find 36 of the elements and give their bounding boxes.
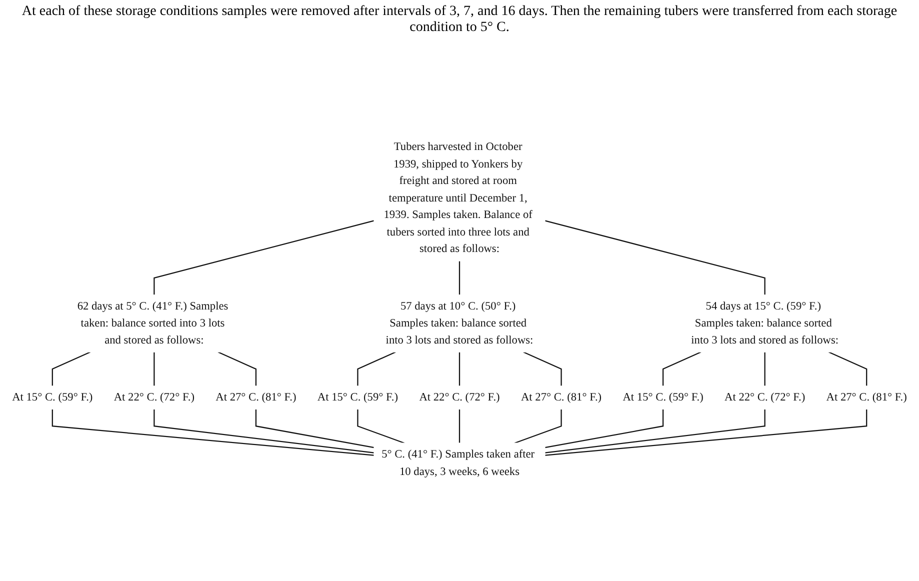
node-text: At 15° C. (59° F.) [12,391,93,404]
node-text: At 27° C. (81° F.) [826,391,907,404]
connector [154,409,374,454]
node-text: At 27° C. (81° F.) [520,391,602,404]
connector [357,352,396,386]
node-text: At 22° C. (72° F.) [114,391,194,404]
node-text: Tubers harvested in October 1939, shipped to Yonkers by freight and stored at room temperature until December 1, 1939. Samples taken. Balance of tubers sorted into three lots and stored as follows: [384,141,532,256]
connector [523,352,562,386]
note-text: At each of these storage conditions samples were removed after intervals of 3, 7, and 16 days. Then the remaining tubers were transferred from each storage condition to 5° C. [20,4,898,36]
node-text: At 15° C. (59° F.) [622,391,704,404]
connector [828,352,868,386]
node-text: 5° C. (41° F.) Samples taken after 10 days, 3 weeks, 6 weeks [382,448,535,478]
connector [458,260,460,295]
connector [255,409,374,448]
node-text: 54 days at 15° C. (59° F.) Samples taken: balance sorted into 3 lots and stored as follows: [691,300,839,346]
node-text: 62 days at 5° C. (41° F.) Samples taken: balance sorted into 3 lots and stored as follows: [77,300,228,346]
connector [218,352,257,386]
connector [154,220,374,295]
connector [764,352,766,386]
connector [458,409,460,444]
node-text: At 15° C. (59° F.) [317,391,398,404]
connector [544,409,868,456]
node-text: 57 days at 10° C. (50° F.) Samples taken: balance sorted into 3 lots and stored as follows: [386,300,534,346]
node-text: At 22° C. (72° F.) [419,391,500,404]
connector [458,352,460,386]
connector [514,409,562,444]
connector [357,409,405,444]
connector [544,409,664,448]
connector [544,220,766,295]
node-text: At 22° C. (72° F.) [724,391,806,404]
connector [544,409,766,454]
connector [52,352,91,386]
connector [662,352,702,386]
connector [154,352,155,386]
node-text: At 27° C. (81° F.) [216,391,296,404]
connector [52,409,374,456]
